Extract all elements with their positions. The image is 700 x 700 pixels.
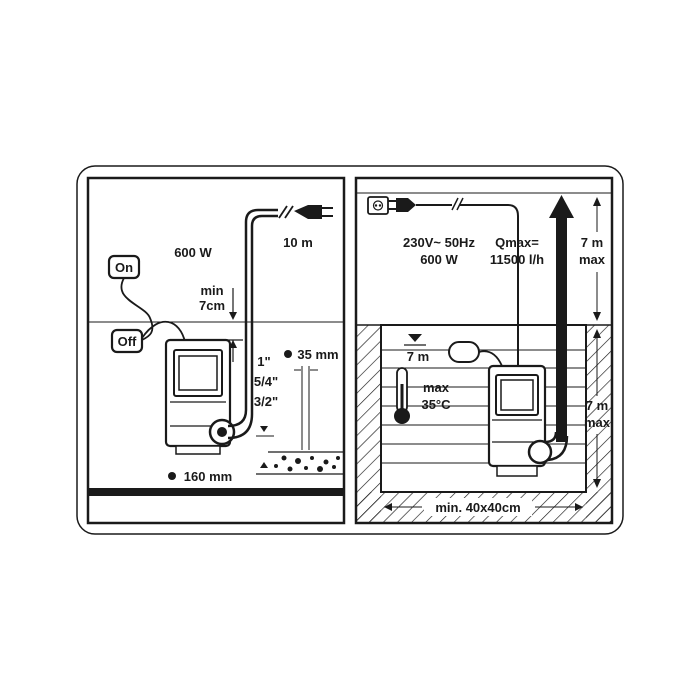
particle-size: 35 mm bbox=[297, 347, 338, 362]
right-outlet-circle bbox=[527, 439, 553, 465]
depth-unit: max bbox=[584, 415, 611, 430]
head-top-unit: max bbox=[579, 252, 606, 267]
depth-value: 7 m bbox=[586, 398, 608, 413]
left-pump bbox=[164, 338, 232, 455]
pump-diameter-icon bbox=[168, 472, 176, 480]
right-pump bbox=[487, 364, 547, 477]
switch-off-box bbox=[110, 328, 144, 354]
hose-size-3: 3/2" bbox=[254, 394, 278, 409]
thermometer-icon bbox=[394, 367, 410, 424]
float-cord-on bbox=[120, 277, 154, 341]
pit-wall-left bbox=[357, 325, 381, 522]
left-hose bbox=[227, 208, 278, 428]
left-plug bbox=[294, 205, 322, 219]
hose-size-1: 1" bbox=[257, 354, 270, 369]
left-panel-frame bbox=[86, 176, 346, 525]
left-power: 600 W bbox=[174, 245, 212, 260]
right-panel-frame bbox=[354, 176, 614, 525]
pump-diameter: 160 mm bbox=[184, 469, 232, 484]
temp-label: max bbox=[423, 380, 450, 395]
pit-size: min. 40x40cm bbox=[435, 500, 520, 515]
diameter-icon bbox=[284, 350, 292, 358]
min-label: min bbox=[200, 283, 223, 298]
float-switch bbox=[448, 341, 480, 363]
left-cable-length: 10 m bbox=[283, 235, 313, 250]
temp-value: 35°C bbox=[421, 397, 451, 412]
head-top-value: 7 m bbox=[581, 235, 603, 250]
water-lines bbox=[381, 349, 586, 464]
right-panel: 230V~ 50Hz 600 W Qmax= 11500 l/h 7 m max… bbox=[354, 176, 614, 525]
floor-bar bbox=[89, 488, 343, 496]
right-power: 600 W bbox=[420, 252, 458, 267]
float-cord-off bbox=[141, 320, 186, 343]
discharge-pipe bbox=[556, 214, 567, 442]
debris-particles bbox=[274, 455, 340, 472]
pit-wall-right bbox=[586, 325, 611, 522]
hose-size-2: 5/4" bbox=[254, 374, 278, 389]
left-panel: On Off 600 W 10 m min 7cm bbox=[86, 176, 346, 525]
qmax-value: 11500 l/h bbox=[490, 252, 544, 267]
min-value: 7cm bbox=[199, 298, 225, 313]
float-depth: 7 m bbox=[407, 349, 429, 364]
right-plug bbox=[396, 198, 416, 212]
socket-icon bbox=[367, 196, 389, 215]
up-arrow bbox=[549, 195, 574, 218]
right-cable bbox=[416, 204, 519, 375]
switch-on-label: On bbox=[115, 260, 133, 275]
switch-off-label: Off bbox=[118, 334, 137, 349]
voltage: 230V~ 50Hz bbox=[403, 235, 475, 250]
qmax-label: Qmax= bbox=[495, 235, 539, 250]
